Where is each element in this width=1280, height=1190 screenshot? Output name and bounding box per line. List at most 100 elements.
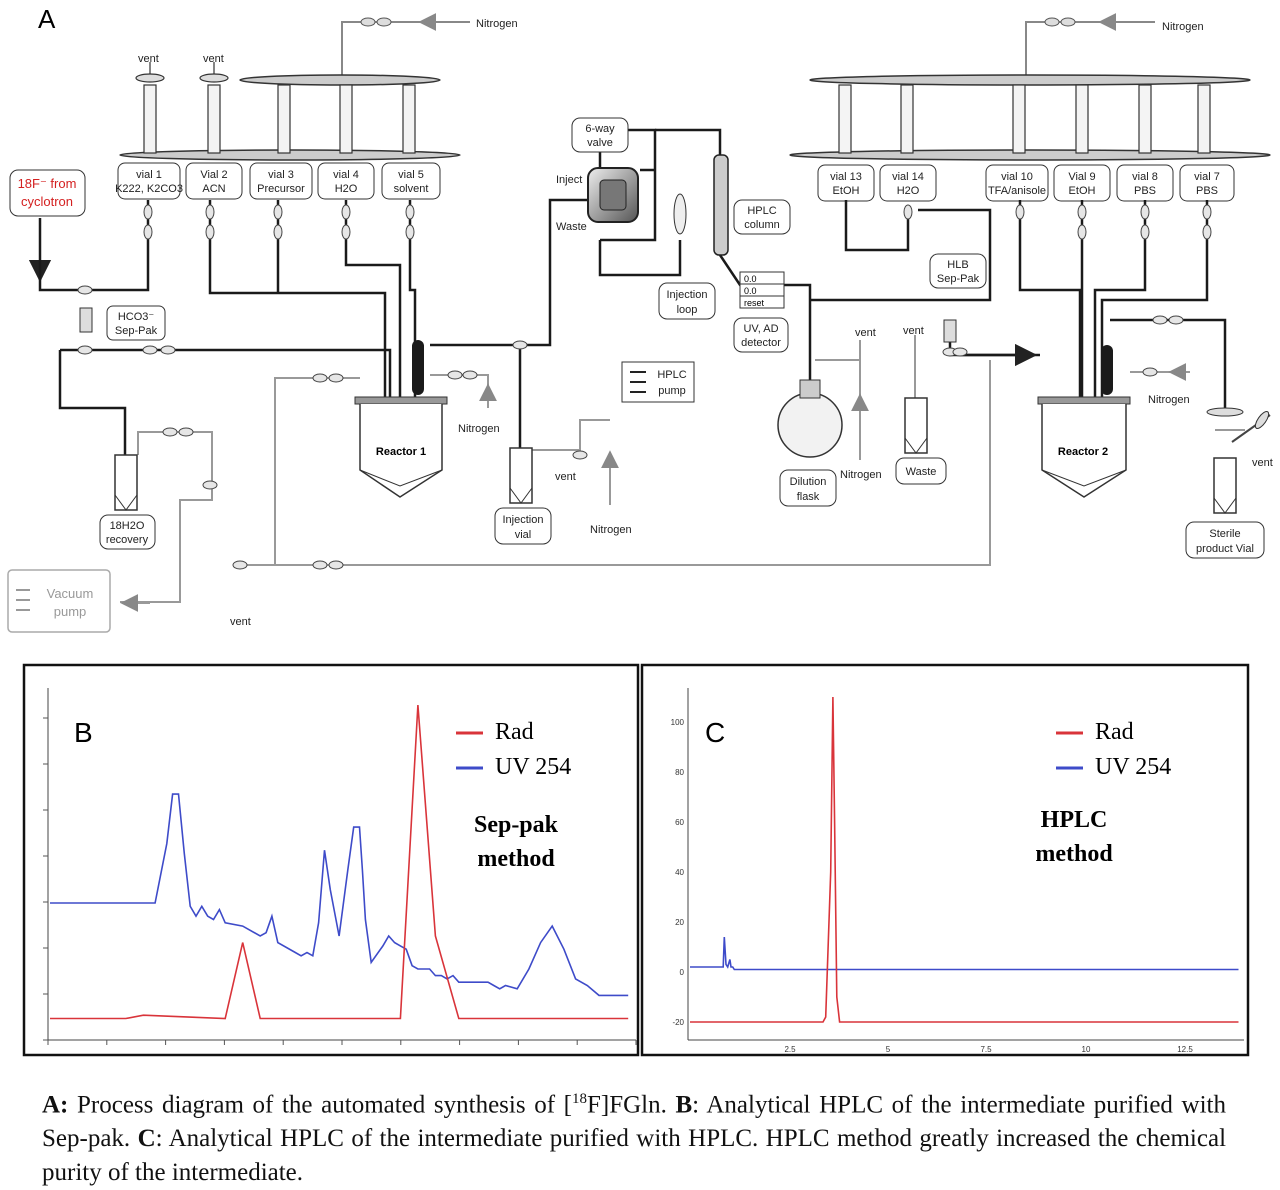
- panel-b-method-1: Sep-pak: [474, 812, 559, 838]
- svg-text:TFA/anisole: TFA/anisole: [988, 185, 1046, 197]
- svg-text:ACN: ACN: [202, 183, 225, 195]
- panel-b-legend-rad: Rad: [495, 719, 534, 745]
- svg-text:vial 14: vial 14: [892, 171, 924, 183]
- vent-flask: vent: [855, 327, 876, 339]
- vial-7-box: vial 7 PBS: [1179, 164, 1235, 202]
- vent-waste: vent: [903, 325, 924, 337]
- reactor-1: Reactor 1: [354, 340, 448, 498]
- panel-c-x-tick-label: 12.5: [1177, 1045, 1193, 1054]
- manifold-left: [119, 74, 461, 161]
- valves: [77, 204, 1212, 570]
- hco3-seppak: HCO3⁻ Sep-Pak: [79, 305, 166, 341]
- panel-c-x-tick-label: 7.5: [980, 1045, 992, 1054]
- vacuum-pump: Vacuum pump: [7, 569, 111, 633]
- vial-10-box: vial 10 TFA/anisole: [985, 164, 1049, 202]
- vent-injection: vent: [555, 471, 576, 483]
- dilution-flask: Dilution flask: [777, 379, 843, 507]
- svg-text:0.0: 0.0: [744, 274, 757, 284]
- svg-text:Vacuum: Vacuum: [47, 586, 94, 601]
- svg-text:UV, AD: UV, AD: [743, 323, 778, 335]
- svg-text:product Vial: product Vial: [1196, 543, 1254, 555]
- vial-8-box: vial 8 PBS: [1116, 164, 1174, 202]
- panel-c-method-1: HPLC: [1041, 807, 1108, 833]
- vent-vial1: vent: [138, 53, 159, 65]
- panel-c-legend-uv: UV 254: [1095, 754, 1171, 780]
- svg-text:HPLC: HPLC: [657, 369, 686, 381]
- svg-text:cyclotron: cyclotron: [21, 194, 73, 209]
- panel-c-x-tick-label: 2.5: [784, 1045, 796, 1054]
- nitrogen-label-left: Nitrogen: [476, 18, 518, 30]
- caption-label-a: A:: [42, 1091, 69, 1119]
- vial-14-box: vial 14 H2O: [879, 164, 937, 202]
- panel-b-letter: B: [74, 717, 93, 748]
- panel-c-x-tick-label: 5: [886, 1045, 891, 1054]
- svg-text:Sep-Pak: Sep-Pak: [937, 273, 980, 285]
- svg-text:vial 1: vial 1: [136, 169, 162, 181]
- sterile-product-vial: Sterile product Vial: [1185, 407, 1271, 559]
- caption-label-c: C: [137, 1125, 156, 1153]
- svg-text:flask: flask: [797, 491, 820, 503]
- vial-3-box: vial 3 Precursor: [249, 162, 313, 200]
- vial-4-box: vial 4 H2O: [317, 162, 375, 200]
- panel-b-legend-uv: UV 254: [495, 754, 571, 780]
- cyclotron-source-box: 18F⁻ from cyclotron: [9, 169, 86, 217]
- panel-b-rad-trace: [50, 704, 629, 1020]
- h2o-recovery-vial: 18H2O recovery: [99, 454, 156, 550]
- svg-text:EtOH: EtOH: [833, 185, 860, 197]
- hplc-column: HPLC column: [713, 154, 791, 256]
- panel-c-y-tick-label: 40: [675, 868, 684, 877]
- svg-text:PBS: PBS: [1134, 185, 1156, 197]
- vent-vacuum: vent: [230, 616, 251, 628]
- reactor-2: Reactor 2: [1037, 345, 1131, 498]
- source-line: [38, 260, 92, 292]
- panel-c-y-tick-label: 60: [675, 818, 684, 827]
- vent-sterile: vent: [1252, 457, 1273, 469]
- svg-text:vial 10: vial 10: [1001, 171, 1033, 183]
- nitrogen-label-reactor2: Nitrogen: [1148, 394, 1190, 406]
- vial-labels-right: vial 13 EtOH vial 14 H2O vial 10 TFA/ani…: [817, 164, 1235, 202]
- svg-text:Sep-Pak: Sep-Pak: [115, 325, 158, 337]
- nitrogen-label-reactor1: Nitrogen: [458, 423, 500, 435]
- panel-c-y-tick-label: 100: [671, 718, 685, 727]
- vent-vial2: vent: [203, 53, 224, 65]
- svg-text:vial 5: vial 5: [398, 169, 424, 181]
- nitrogen-inlet-left: [341, 13, 470, 78]
- panel-b-method-2: method: [477, 846, 555, 872]
- svg-text:HPLC: HPLC: [747, 205, 776, 217]
- svg-text:loop: loop: [677, 304, 698, 316]
- waste-vial: Waste: [895, 397, 947, 485]
- svg-text:vial 13: vial 13: [830, 171, 862, 183]
- vial-9-box: Vial 9 EtOH: [1053, 164, 1111, 202]
- svg-text:Waste: Waste: [906, 466, 937, 478]
- vial-1-box: vial 1 K222, K2CO3: [115, 162, 183, 200]
- svg-text:Waste: Waste: [556, 221, 587, 233]
- vial-columns-left: [135, 62, 416, 154]
- panel-c-uv-trace: [690, 936, 1239, 971]
- panel-c-method-2: method: [1035, 841, 1113, 867]
- nitrogen-label-injection: Nitrogen: [590, 524, 632, 536]
- hlb-seppak: HLB Sep-Pak: [929, 253, 987, 343]
- svg-text:vial 8: vial 8: [1132, 171, 1158, 183]
- svg-text:0.0: 0.0: [744, 286, 757, 296]
- svg-text:column: column: [744, 219, 779, 231]
- panel-b-ticks: [43, 717, 637, 1045]
- svg-text:Vial 9: Vial 9: [1068, 171, 1095, 183]
- svg-text:Sterile: Sterile: [1209, 528, 1240, 540]
- svg-text:pump: pump: [54, 604, 87, 619]
- vial-13-box: vial 13 EtOH: [817, 164, 875, 202]
- svg-text:vial 4: vial 4: [333, 169, 359, 181]
- svg-text:recovery: recovery: [106, 534, 149, 546]
- six-way-valve: 6-way valve Inject Waste: [556, 117, 639, 233]
- nitrogen-label-flask: Nitrogen: [840, 469, 882, 481]
- panel-c-legend-rad: Rad: [1095, 719, 1134, 745]
- vial-5-box: vial 5 solvent: [381, 162, 441, 200]
- injection-vial: Injection vial: [494, 447, 552, 545]
- panel-a-process-diagram: A Nitrogen Nitrogen: [7, 4, 1273, 633]
- vial-columns-right: [838, 84, 1211, 154]
- panel-c-y-tick-label: 80: [675, 768, 684, 777]
- svg-text:vial: vial: [515, 529, 532, 541]
- vial-labels-left: vial 1 K222, K2CO3 Vial 2 ACN vial 3 Pre…: [115, 162, 441, 200]
